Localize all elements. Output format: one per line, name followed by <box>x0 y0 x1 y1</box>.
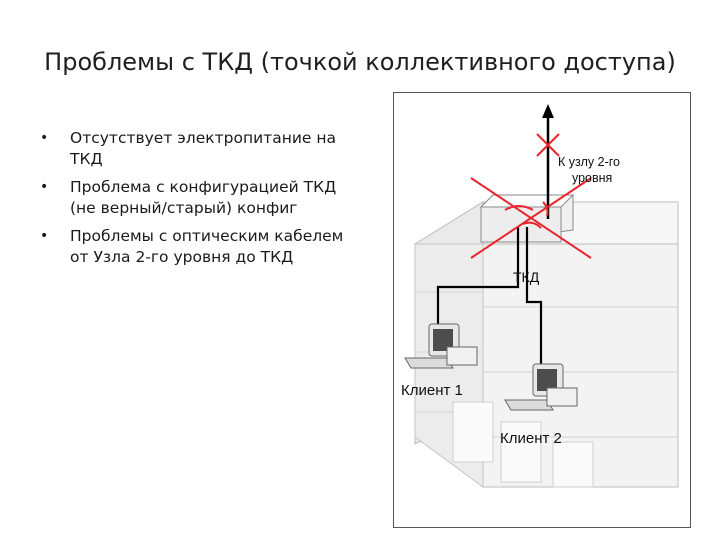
network-diagram: К узлу 2-го уровня ТКД Клиент 1 Клиент 2 <box>393 92 691 528</box>
slide-title: Проблемы с ТКД (точкой коллективного дос… <box>0 48 720 76</box>
list-item-text: Отсутствует электропитание на ТКД <box>70 129 336 168</box>
device-label: ТКД <box>513 269 540 285</box>
uplink-label-line1: К узлу 2-го <box>558 155 620 169</box>
list-item: • Проблема с конфигурацией ТКД (не верны… <box>36 177 356 219</box>
list-item: • Отсутствует электропитание на ТКД <box>36 128 356 170</box>
uplink-label-line2: уровня <box>572 171 612 185</box>
bullet-icon: • <box>40 128 48 149</box>
list-item-text: Проблема с конфигурацией ТКД (не верный/… <box>70 178 336 217</box>
bullet-icon: • <box>40 177 48 198</box>
problem-list: • Отсутствует электропитание на ТКД • Пр… <box>36 128 356 275</box>
bullet-icon: • <box>40 226 48 247</box>
list-item: • Проблемы с оптическим кабелем от Узла … <box>36 226 356 268</box>
list-item-text: Проблемы с оптическим кабелем от Узла 2-… <box>70 227 343 266</box>
client1-label: Клиент 1 <box>401 382 463 399</box>
diagram-canvas: К узлу 2-го уровня ТКД Клиент 1 Клиент 2 <box>393 92 691 528</box>
client2-label: Клиент 2 <box>500 430 562 447</box>
